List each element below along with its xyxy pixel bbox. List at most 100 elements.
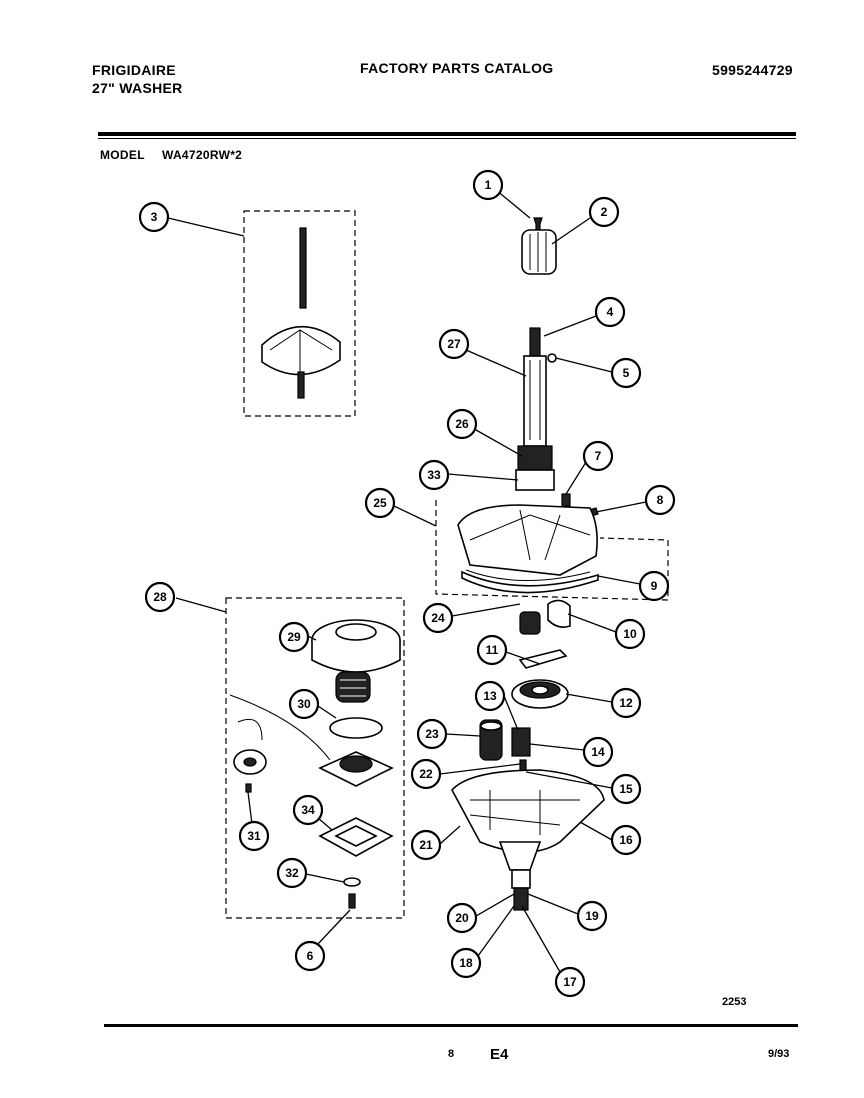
- model-value: WA4720RW*2: [162, 148, 243, 162]
- callout-27: 27: [438, 328, 470, 360]
- brand-name: FRIGIDAIRE: [92, 62, 176, 78]
- callout-1: 1: [472, 169, 504, 201]
- svg-text:8: 8: [657, 493, 664, 507]
- part-30-spring: [335, 671, 371, 703]
- part-9-gasket: [461, 570, 599, 594]
- section-code: E4: [490, 1046, 509, 1063]
- svg-text:16: 16: [619, 833, 633, 847]
- part-24-pinion: [519, 611, 541, 635]
- svg-text:6: 6: [307, 949, 314, 963]
- svg-text:9: 9: [651, 579, 658, 593]
- header-rule-thin: [98, 138, 796, 139]
- part-11-crank: [518, 649, 568, 669]
- part-10-shift-fork: [547, 599, 571, 628]
- svg-text:21: 21: [419, 838, 433, 852]
- callout-28: 28: [144, 581, 176, 613]
- callout-8: 8: [644, 484, 676, 516]
- model-label: MODEL: [100, 148, 145, 162]
- svg-text:15: 15: [619, 782, 633, 796]
- callout-20: 20: [446, 902, 478, 934]
- callout-7: 7: [582, 440, 614, 472]
- svg-text:19: 19: [585, 909, 599, 923]
- part-3-shaft-assembly: [261, 227, 341, 399]
- svg-text:4: 4: [607, 305, 614, 319]
- callout-13: 13: [474, 680, 506, 712]
- group-box-25: [435, 500, 669, 601]
- callout-29: 29: [278, 621, 310, 653]
- callout-19: 19: [576, 900, 608, 932]
- part-29-seal: [311, 619, 401, 673]
- svg-text:5: 5: [623, 366, 630, 380]
- svg-text:18: 18: [459, 956, 473, 970]
- svg-text:20: 20: [455, 911, 469, 925]
- svg-text:13: 13: [483, 689, 497, 703]
- callout-30: 30: [288, 688, 320, 720]
- callout-10: 10: [614, 618, 646, 650]
- callout-5: 5: [610, 357, 642, 389]
- callout-17: 17: [554, 966, 586, 998]
- callout-14: 14: [582, 736, 614, 768]
- svg-text:11: 11: [486, 643, 499, 657]
- catalog-number: 5995244729: [712, 62, 793, 78]
- drawing-number: 2253: [722, 996, 747, 1008]
- callout-24: 24: [422, 602, 454, 634]
- callout-2: 2: [588, 196, 620, 228]
- part-7-pin: [561, 493, 571, 507]
- part-17-20-fittings: [511, 869, 531, 911]
- callout-16: 16: [610, 824, 642, 856]
- leader-lines: [167, 189, 647, 973]
- svg-text:29: 29: [287, 630, 301, 644]
- part-12-gear: [511, 679, 569, 709]
- group-box-28: [225, 597, 405, 919]
- part-32-washer: [343, 877, 361, 887]
- callout-4: 4: [594, 296, 626, 328]
- part-25-gearcase-cover: [457, 504, 598, 581]
- callout-26: 26: [446, 408, 478, 440]
- svg-text:22: 22: [419, 767, 433, 781]
- part-2-coupling: [521, 229, 557, 275]
- callout-12: 12: [610, 687, 642, 719]
- svg-text:7: 7: [595, 449, 602, 463]
- callout-25: 25: [364, 487, 396, 519]
- svg-text:23: 23: [425, 727, 439, 741]
- product-name: 27" WASHER: [92, 80, 183, 96]
- svg-text:30: 30: [297, 697, 311, 711]
- callout-23: 23: [416, 718, 448, 750]
- svg-text:14: 14: [591, 745, 605, 759]
- svg-text:31: 31: [247, 829, 261, 843]
- part-23-gear: [479, 719, 503, 761]
- catalog-title: FACTORY PARTS CATALOG: [360, 60, 554, 76]
- part-31-screw: [245, 783, 252, 793]
- part-bearing: [233, 749, 267, 775]
- revision-date: 9/93: [768, 1048, 790, 1060]
- callout-22: 22: [410, 758, 442, 790]
- part-6-bolt: [348, 893, 356, 909]
- part-clip-ring: [237, 718, 263, 741]
- callout-15: 15: [610, 773, 642, 805]
- svg-text:24: 24: [431, 611, 445, 625]
- callout-21: 21: [410, 829, 442, 861]
- callout-18: 18: [450, 947, 482, 979]
- callout-33: 33: [418, 459, 450, 491]
- svg-text:27: 27: [447, 337, 461, 351]
- svg-text:33: 33: [427, 468, 441, 482]
- svg-text:1: 1: [485, 178, 492, 192]
- part-16-gearcase: [451, 769, 605, 871]
- svg-text:26: 26: [455, 417, 469, 431]
- callout-9: 9: [638, 570, 670, 602]
- svg-text:28: 28: [153, 590, 167, 604]
- connector-line: [229, 694, 331, 761]
- svg-text:17: 17: [563, 975, 577, 989]
- svg-text:3: 3: [151, 210, 158, 224]
- part-27-26-shaft: [515, 327, 555, 491]
- part-seal-housing: [318, 751, 394, 787]
- svg-text:34: 34: [301, 803, 315, 817]
- callout-6: 6: [294, 940, 326, 972]
- callout-34: 34: [292, 794, 324, 826]
- callout-32: 32: [276, 857, 308, 889]
- group-box-3: [243, 210, 356, 417]
- svg-text:32: 32: [285, 866, 299, 880]
- part-34-bracket: [318, 817, 394, 857]
- callout-11: 11: [476, 634, 508, 666]
